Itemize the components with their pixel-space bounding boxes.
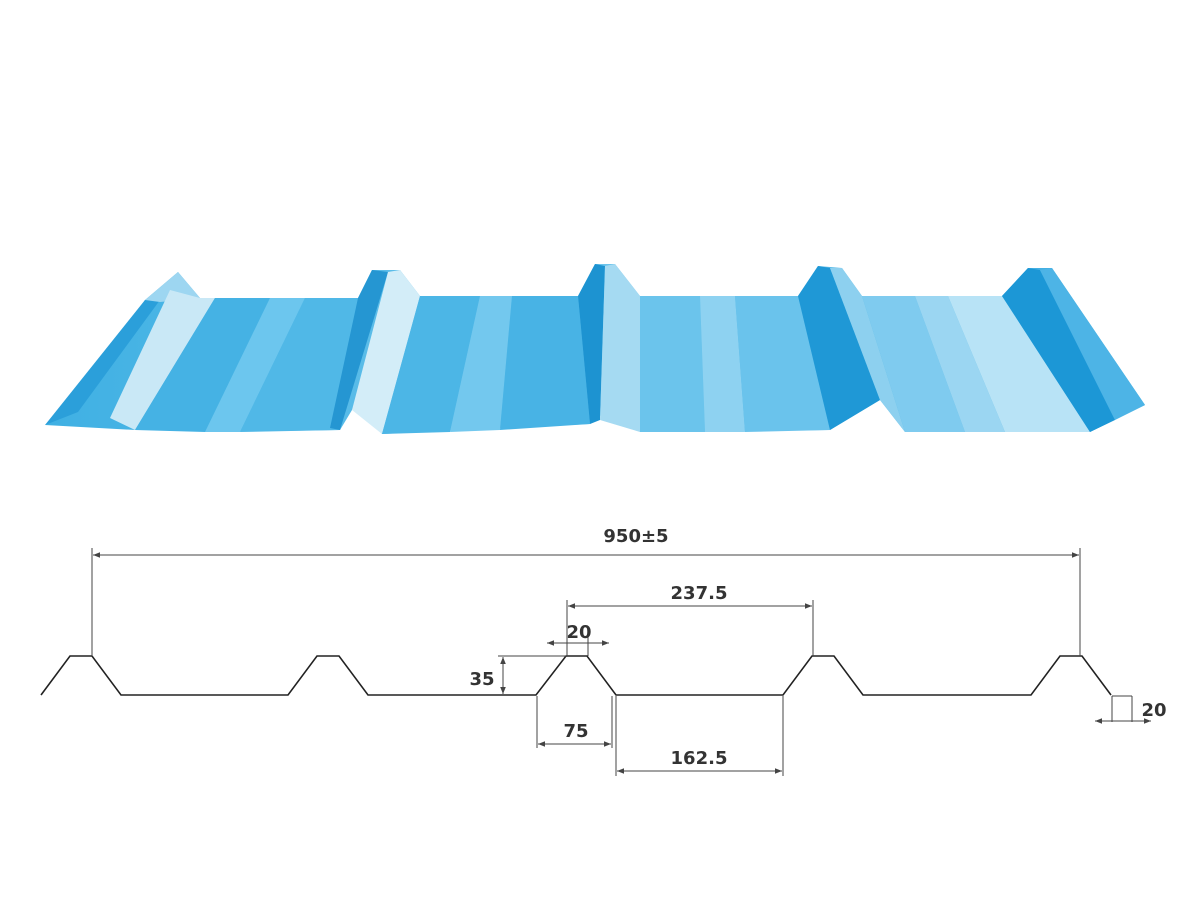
- rib-1-left-face: [45, 300, 160, 425]
- valley-1-stripe: [135, 298, 270, 432]
- sheet-profile-line: [40, 655, 1112, 696]
- edge-lip-label: 20: [1141, 700, 1166, 721]
- rib-5-right-face: [1040, 268, 1145, 420]
- rib-4-right-face: [830, 268, 905, 432]
- rib-3-right-face: [600, 264, 640, 432]
- dimension-lines: [91, 548, 1151, 776]
- rib-top-width-label: 20: [566, 622, 591, 643]
- rib-1-right-face: [110, 290, 215, 430]
- valley-1-stripe-2: [240, 298, 358, 432]
- rib-2-right-face: [352, 270, 420, 434]
- valley-1-stiffener: [205, 298, 305, 432]
- valley-2-stripe-2: [500, 296, 590, 430]
- overall-width-label: 950±5: [603, 526, 668, 547]
- valley-3-stripe: [640, 296, 705, 432]
- valley-2-stripe: [382, 296, 480, 434]
- valley-4-stripe: [862, 296, 965, 432]
- web-width-label: 75: [563, 721, 588, 742]
- valley-3-stripe-2: [735, 296, 830, 432]
- rib-4-left-face: [798, 266, 880, 430]
- valley-4-stiffener: [915, 296, 1005, 432]
- rib-height-label: 35: [469, 669, 494, 690]
- valley-4-stripe-2: [948, 296, 1090, 432]
- rib-pitch-label: 237.5: [671, 583, 728, 604]
- dimension-labels: 950±5 237.5 20 35 75 162.5 20: [469, 526, 1166, 769]
- valley-3-stiffener: [700, 296, 745, 432]
- valley-width-label: 162.5: [671, 748, 728, 769]
- rib-2-left-face: [330, 270, 388, 430]
- corrugated-sheet-illustration: [45, 264, 1145, 434]
- valley-2-stiffener: [450, 296, 512, 432]
- rib-3-left-face: [578, 264, 605, 424]
- rib-5-left-face: [1002, 268, 1115, 432]
